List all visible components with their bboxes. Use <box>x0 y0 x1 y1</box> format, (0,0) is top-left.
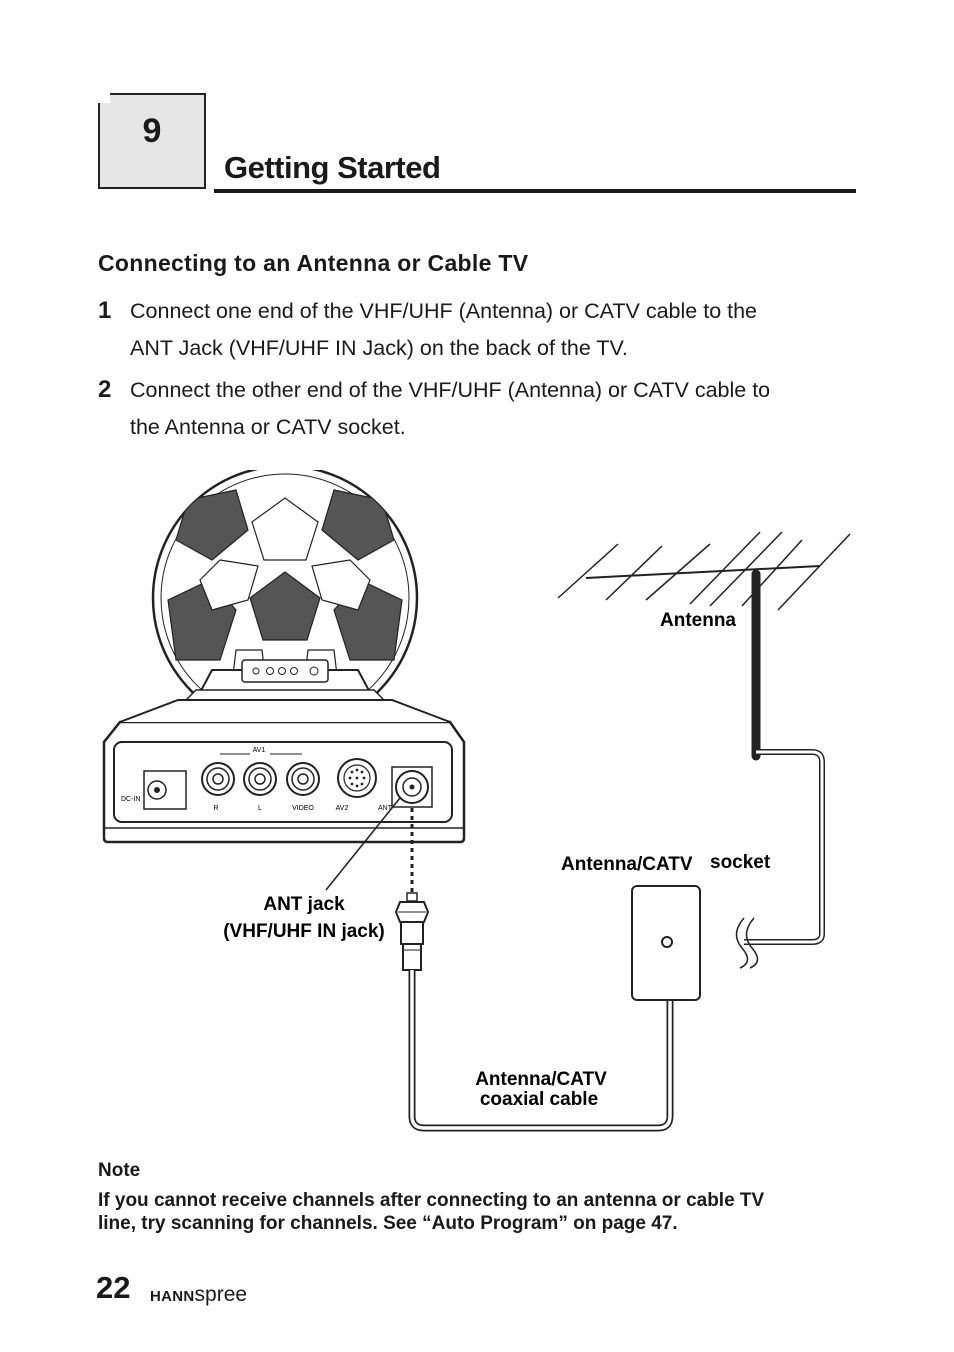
panel-label-av1: AV1 <box>253 747 266 754</box>
label-antenna: Antenna <box>660 610 736 631</box>
label-ant-jack-line-1: ANT jack <box>263 894 345 915</box>
step-2-line-1: Connect the other end of the VHF/UHF (An… <box>130 378 771 402</box>
tv-ball-screen <box>151 470 419 732</box>
note-line-2: line, try scanning for channels. See “Au… <box>98 1213 678 1234</box>
step-2-text: Connect the other end of the VHF/UHF (An… <box>130 372 870 446</box>
panel-label-dc-in: DC-IN <box>121 796 140 803</box>
antenna-lead-fill <box>744 750 824 944</box>
brand-bold: HANN <box>150 1288 195 1305</box>
label-cable-line-1: Antenna/CATV <box>475 1069 607 1090</box>
antenna-lead-outline <box>744 749 825 945</box>
antenna <box>557 531 851 761</box>
brand-logo: HANNspree <box>150 1283 247 1307</box>
panel-label-l: L <box>258 805 262 812</box>
chapter-number: 9 <box>142 112 162 150</box>
step-1-text: Connect one end of the VHF/UHF (Antenna)… <box>130 293 870 367</box>
chapter-box-notch <box>98 93 110 103</box>
wall-socket <box>631 885 701 1001</box>
cable-break-mark <box>735 917 759 969</box>
coax-plug <box>394 892 430 971</box>
page-number: 22 <box>96 1270 131 1305</box>
step-1-number: 1 <box>98 297 112 324</box>
brand-light: spree <box>194 1283 248 1306</box>
step-2-number: 2 <box>98 376 112 403</box>
connection-diagram: AV1 DC-IN R L VIDEO AV2 ANT <box>102 470 851 1132</box>
coax-cable-fill <box>410 942 672 1130</box>
note-label: Note <box>98 1160 141 1181</box>
chapter-title: Getting Started <box>224 150 441 185</box>
section-title: Connecting to an Antenna or Cable TV <box>98 250 529 276</box>
label-socket-line-a: Antenna/CATV <box>561 854 693 875</box>
label-ant-jack-line-2: (VHF/UHF IN jack) <box>223 921 385 942</box>
note-line-1: If you cannot receive channels after con… <box>98 1190 765 1211</box>
panel-label-video: VIDEO <box>292 805 314 812</box>
ant-jack-leader <box>325 797 401 891</box>
label-cable-line-2: coaxial cable <box>480 1089 598 1110</box>
header-rule <box>214 189 856 193</box>
tv-base: AV1 DC-IN R L VIDEO AV2 ANT <box>102 699 466 844</box>
step-1-line-2: ANT Jack (VHF/UHF IN Jack) on the back o… <box>130 336 628 360</box>
step-1-line-1: Connect one end of the VHF/UHF (Antenna)… <box>130 299 758 323</box>
chapter-box <box>98 93 206 189</box>
note-text: If you cannot receive channels after con… <box>98 1189 878 1235</box>
step-2-line-2: the Antenna or CATV socket. <box>130 415 406 439</box>
panel-label-ant: ANT <box>378 805 393 812</box>
panel-label-av2: AV2 <box>336 805 349 812</box>
panel-label-r: R <box>213 805 218 812</box>
label-socket-line-b: socket <box>710 852 771 873</box>
